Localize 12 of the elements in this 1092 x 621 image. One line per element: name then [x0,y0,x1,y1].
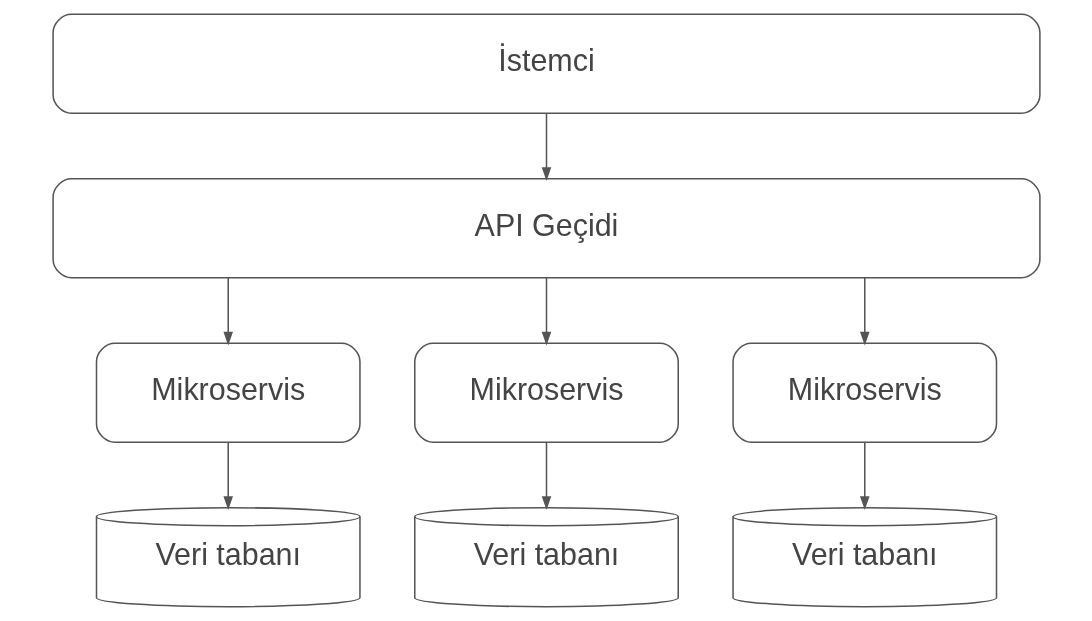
node-box: İstemci [51,13,1041,115]
arrow [541,277,551,346]
node-box: API Geçidi [51,178,1041,279]
arrow [859,441,870,510]
node-box: Mikroservis [413,342,679,443]
arrow [222,277,233,346]
arrow [541,441,551,510]
node-box: Mikroservis [95,342,361,443]
arrow [222,441,233,510]
arrow [541,112,551,181]
node-box: Mikroservis [731,342,997,443]
arrow [859,277,870,346]
